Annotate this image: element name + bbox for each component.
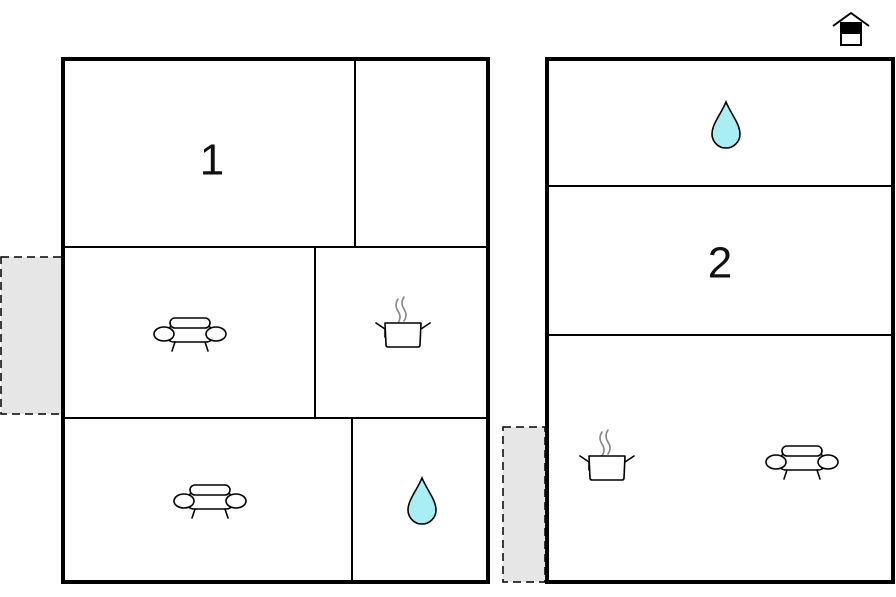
floor-2-plan: 2	[545, 57, 895, 584]
floor-2-outline	[545, 57, 895, 584]
floor-1-plan: 1	[61, 57, 490, 584]
cooking-pot-icon	[375, 296, 431, 348]
floor-2-number: 2	[708, 239, 732, 288]
floor-1-number: 1	[200, 136, 224, 185]
sofa-icon	[173, 484, 247, 519]
home-icon	[832, 12, 870, 46]
floor-1-outline	[61, 57, 490, 584]
sofa-icon	[765, 445, 839, 480]
terrace-floor-1	[0, 256, 63, 415]
cooking-pot-icon	[579, 429, 635, 481]
water-drop-icon	[407, 477, 437, 525]
terrace-floor-2	[502, 426, 546, 583]
sofa-icon	[153, 317, 227, 352]
water-drop-icon	[711, 101, 741, 149]
